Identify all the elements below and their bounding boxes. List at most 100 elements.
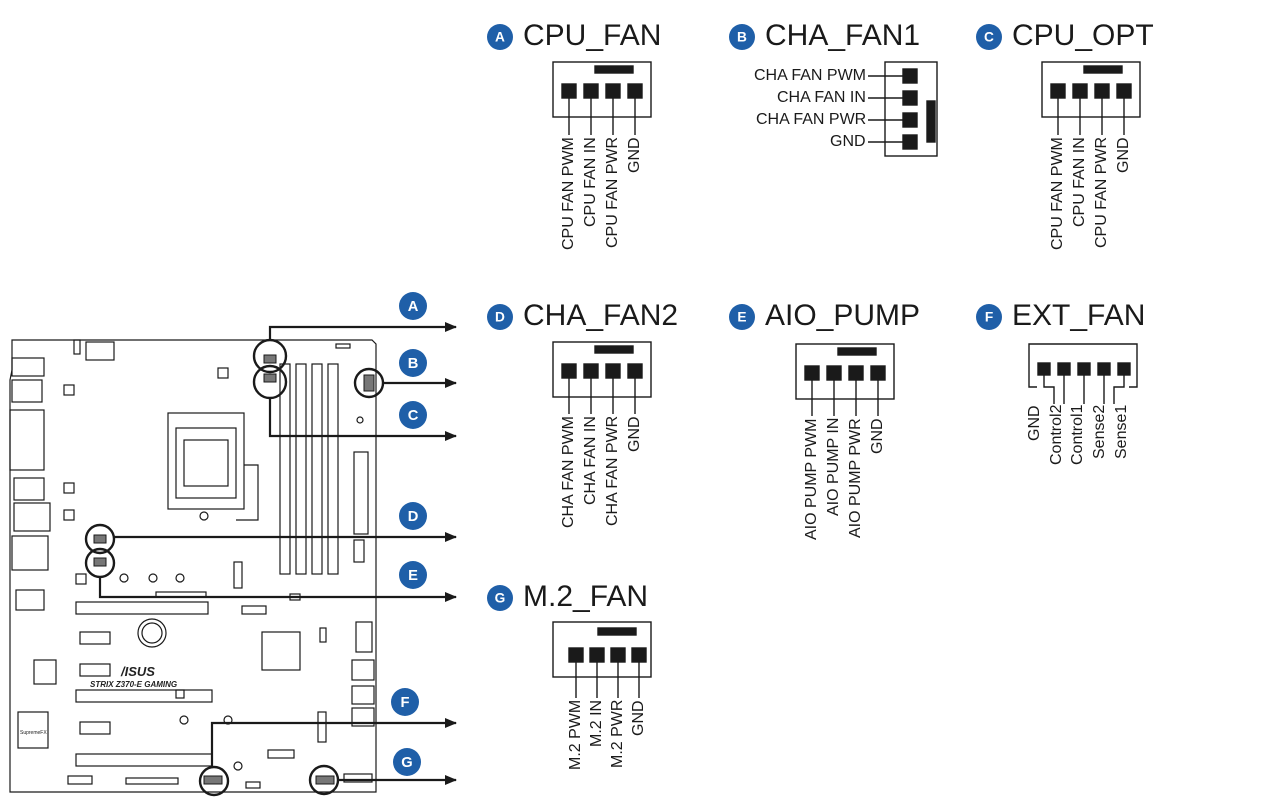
io-port [9,409,45,471]
connector-title-b: CHA_FAN1 [765,19,921,52]
pin-label: CHA FAN IN [777,89,866,106]
pin [568,647,584,663]
io-port [33,659,57,685]
pin [589,647,605,663]
arrow-badges: A B C D E F G [391,292,427,776]
pin-label: CPU FAN PWR [1093,136,1110,248]
title-badge-e: E [729,304,755,330]
pin [1050,83,1066,99]
header-spot-c [263,373,277,383]
board-model: STRIX Z370-E GAMING [90,680,178,689]
pin [1077,362,1091,376]
pcie-slot [79,721,111,735]
badge-letter: F [401,695,410,711]
pin-label: Control2 [1048,404,1065,465]
board-outline [9,339,377,793]
pin-label: AIO PUMP IN [825,417,842,516]
pin-label: GND [869,418,886,454]
pin [610,647,626,663]
pin-label: GND [1115,137,1132,173]
pin-label: CPU FAN PWM [1049,137,1066,250]
pin [605,363,621,379]
arrow-badge-f: F [391,688,419,716]
pin-label: CPU FAN IN [1071,137,1088,227]
highlight-circle-d [84,523,116,555]
pin [902,134,918,150]
pin-label: GND [626,416,643,452]
arrow-badge-c: C [399,401,427,429]
pin [583,83,599,99]
pcie-slot [79,631,111,645]
badge-letter: E [408,568,418,584]
pin-label: Control1 [1069,404,1086,465]
title-badge-c: C [976,24,1002,50]
pin [627,363,643,379]
chipset [261,631,301,671]
board-logo: /ISUS [121,664,155,679]
pin [561,363,577,379]
badge-letter: D [495,310,505,325]
header-spot-a [263,354,277,364]
supremefx-label: SupremeFX [20,730,47,736]
badge-letter: A [408,299,419,315]
io-port [11,357,45,377]
arrow-e [98,577,457,602]
highlight-circle-f [198,765,230,797]
atx-24pin [353,451,369,535]
arrow-badge-e: E [399,561,427,589]
badge-letter: C [984,30,994,45]
pin [1094,83,1110,99]
badge-letter: G [495,591,506,606]
pin-label: GND [630,700,647,736]
pin [902,112,918,128]
arrow-a [268,322,457,340]
title-badge-g: G [487,585,513,611]
pin [804,365,820,381]
header-spot-d [93,534,107,544]
io-port [11,379,43,403]
connector-title-g: M.2_FAN [523,580,649,613]
arrow-badge-g: G [393,748,421,776]
connector-title-c: CPU_OPT [1012,19,1154,52]
m2-slot [317,711,327,743]
cmos-battery [137,618,167,648]
header-spot-e [93,557,107,567]
io-port [11,535,49,571]
pin [631,647,647,663]
pinout-f [1028,343,1138,404]
io-port [13,477,45,501]
pin-label: CHA FAN PWR [756,111,867,128]
pin-label: CHA FAN PWM [560,415,577,528]
pinout-a [552,61,652,135]
pcie-slot [75,601,209,615]
pin-label: CPU FAN PWM [560,137,577,250]
pin-label: CHA FAN IN [582,416,599,505]
pin-label: Sense1 [1113,404,1130,459]
pin [1072,83,1088,99]
arrow-badge-b: B [399,349,427,377]
pin-label: M.2 IN [588,699,605,747]
pin-label: CPU FAN PWR [604,136,621,248]
badge-letter: C [408,408,419,424]
pin [1057,362,1071,376]
cpu-power-connector [85,341,115,361]
arrow-badge-d: D [399,502,427,530]
header-spot-g [315,775,335,785]
io-port [15,589,45,611]
pin [826,365,842,381]
pin [605,83,621,99]
pin [902,68,918,84]
title-badge-d: D [487,304,513,330]
pin-label: Sense2 [1091,404,1108,459]
pinout-c [1041,61,1141,135]
pin [627,83,643,99]
connector-title-e: AIO_PUMP [765,299,921,332]
io-port [13,502,51,532]
pin-label: GND [830,133,866,150]
supremefx-box [17,711,49,749]
pin [870,365,886,381]
pinout-b [868,61,938,157]
pin [1116,83,1132,99]
